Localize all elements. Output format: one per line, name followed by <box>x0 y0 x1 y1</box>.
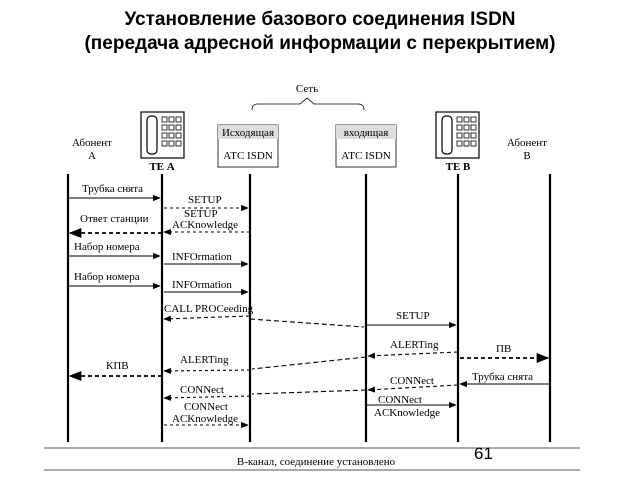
subscriber-b-label-line2: В <box>523 150 530 162</box>
te-a-label: ТЕ А <box>149 161 174 173</box>
network-bracket <box>251 97 365 111</box>
label-info-2: INFOrmation <box>172 279 232 291</box>
arrow-trunk-connect <box>251 389 367 395</box>
label-connect-ack-a-2: ACKnowledge <box>172 413 238 425</box>
phone-icon-te-a <box>140 111 185 159</box>
label-connect-ack-b-2: ACKnowledge <box>374 407 440 419</box>
title-line-1: Установление базового соединения ISDN <box>124 9 516 30</box>
arrow-trunk-alerting <box>251 356 367 370</box>
slide-title: Установление базового соединения ISDN (п… <box>0 8 640 56</box>
arrow-alerting-b <box>367 351 459 359</box>
label-setup-ack-1: SETUP <box>184 208 218 220</box>
arrow-call-proceeding <box>163 315 251 322</box>
label-alerting-b: ALERTing <box>390 339 439 351</box>
arrow-connect-a <box>163 394 251 401</box>
arrow-alerting-a <box>163 367 251 374</box>
label-setup-b: SETUP <box>396 310 430 322</box>
title-line-2: (передача адресной информации с перекрыт… <box>84 33 556 54</box>
label-ringing: ПВ <box>496 343 511 355</box>
label-info-1: INFOrmation <box>172 251 232 263</box>
terminating-exchange-line2: АТС ISDN <box>341 150 391 162</box>
arrow-connect-b <box>367 384 459 393</box>
label-dial-1: Набор номера <box>74 241 140 253</box>
label-a-offhook: Трубка снята <box>82 183 143 195</box>
subscriber-a-label-line1: Абонент <box>72 137 112 149</box>
label-ringback: КПВ <box>106 360 129 372</box>
label-alerting-a: ALERTing <box>180 354 229 366</box>
network-label: Сеть <box>296 83 318 95</box>
slide-number: 61 <box>474 444 493 463</box>
label-dial-tone: Ответ станции <box>80 213 149 225</box>
arrow-trunk-setup <box>249 318 365 328</box>
label-setup-ack-2: ACKnowledge <box>172 219 238 231</box>
label-connect-b: CONNect <box>390 375 434 387</box>
label-connect-ack-a-1: CONNect <box>184 401 228 413</box>
originating-exchange-line1: Исходящая <box>222 127 274 139</box>
label-dial-2: Набор номера <box>74 271 140 283</box>
lifelines <box>66 174 552 442</box>
label-setup-a: SETUP <box>188 194 222 206</box>
label-connect-ack-b-1: CONNect <box>378 394 422 406</box>
subscriber-a-label-line2: А <box>88 150 96 162</box>
terminating-exchange-line1: входящая <box>344 127 389 139</box>
originating-exchange-line2: АТС ISDN <box>223 150 273 162</box>
label-b-offhook: Трубка снята <box>472 371 533 383</box>
subscriber-b-label-line1: Абонент <box>507 137 547 149</box>
te-b-label: ТЕ В <box>446 161 471 173</box>
label-connect-a: CONNect <box>180 384 224 396</box>
footer-label: В-канал, соединение установлено <box>237 456 396 468</box>
label-call-proceeding: CALL PROCeeding <box>164 303 254 315</box>
phone-icon-te-b <box>435 111 480 159</box>
